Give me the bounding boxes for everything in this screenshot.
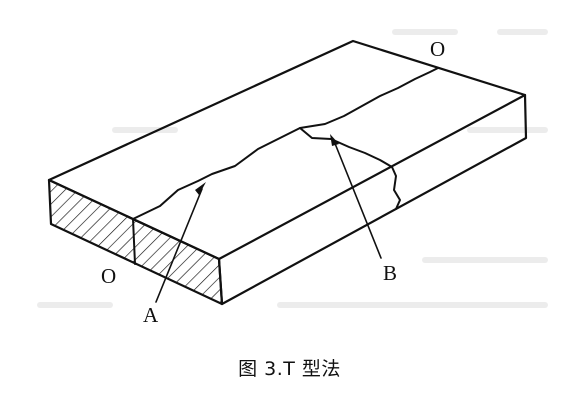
front-face-split-line (132, 218, 136, 265)
slab-right-face (217, 93, 528, 306)
faint-watermark (37, 29, 548, 308)
crack-line-top-face (132, 67, 439, 220)
leader-line-b (333, 140, 382, 259)
slab-cross-section-face (47, 178, 224, 306)
label-o-bottom-left: O (101, 264, 116, 288)
label-b: B (383, 261, 397, 285)
leader-arrow-b (330, 134, 339, 146)
figure-caption: 图 3.T 型法 (238, 358, 341, 380)
label-a: A (143, 303, 159, 327)
crack-branch-b (299, 127, 393, 168)
leader-line-a (155, 188, 203, 303)
crack-line-side-face (391, 166, 401, 210)
label-o-top-right: O (430, 37, 445, 61)
leader-arrow-a (195, 182, 206, 195)
